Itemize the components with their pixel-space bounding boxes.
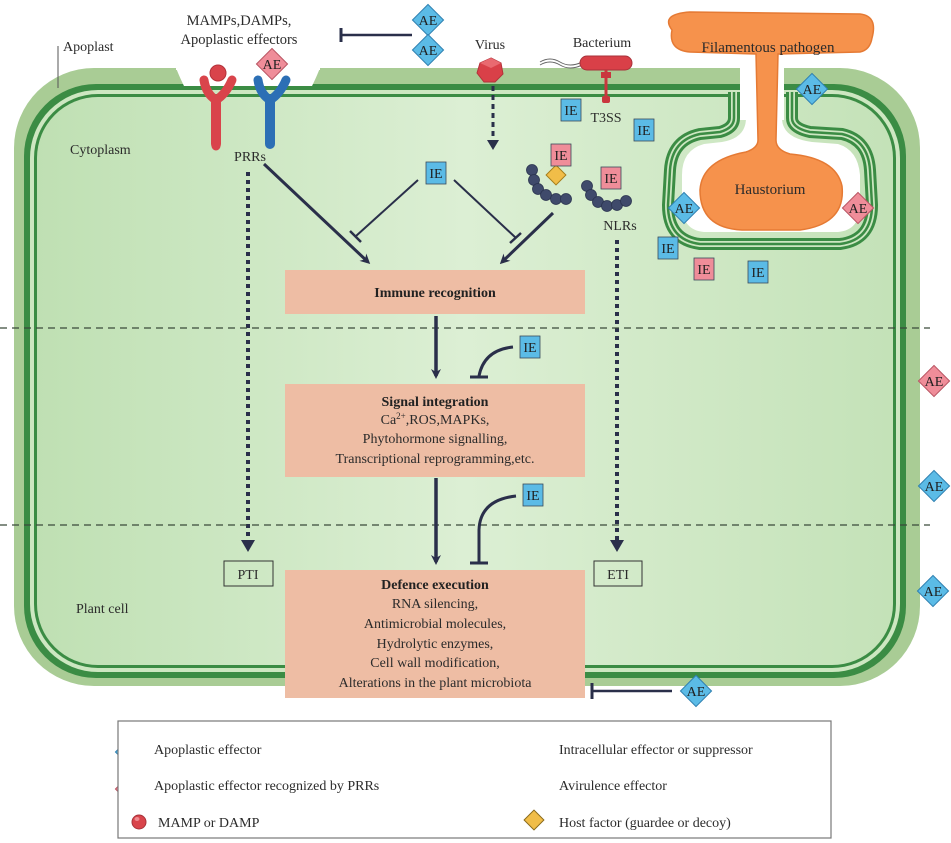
ae-badge-text: AE xyxy=(419,44,438,59)
ie-badge-text: IE xyxy=(523,341,536,356)
legend-label-apoplastic-effector: Apoplastic effector xyxy=(154,743,262,758)
legend-label-ae-recognized: Apoplastic effector recognized by PRRs xyxy=(154,779,379,794)
plant-cell-label: Plant cell xyxy=(76,602,129,617)
signal-integration-title: Signal integration xyxy=(382,395,489,410)
ae-diamond-haustorium: AE xyxy=(667,191,701,225)
ae-diamond-top: AE xyxy=(411,3,445,37)
t3ss-label: T3SS xyxy=(590,111,621,126)
ie-badge-text: IE xyxy=(429,167,442,182)
inhibit-ie-defence xyxy=(477,494,517,562)
ie-badge-text: IE xyxy=(564,104,577,119)
ie-badge-text: IE xyxy=(661,242,674,257)
inhibit-ie-prr-path xyxy=(355,179,419,237)
pti-label: PTI xyxy=(238,568,259,583)
defence-line: Hydrolytic enzymes, xyxy=(377,637,494,652)
receptor-notch xyxy=(176,68,320,86)
ie-badge-text: IE xyxy=(637,124,650,139)
ie-badge-text: IE xyxy=(697,263,710,278)
filamentous-pathogen: Filamentous pathogen Haustorium xyxy=(667,11,875,231)
ae-diamond-top: AE xyxy=(411,33,445,67)
signal-integration-line3: Transcriptional reprogramming,etc. xyxy=(336,452,535,467)
ie-badge-text: IE xyxy=(526,489,539,504)
ae-badge-text: AE xyxy=(849,202,868,217)
ie-badge-text: IE xyxy=(751,266,764,281)
defence-execution-title: Defence execution xyxy=(381,578,489,593)
nlr xyxy=(581,180,632,212)
defence-execution-box: Defence execution RNA silencing, Antimic… xyxy=(285,570,585,698)
nlrs-label: NLRs xyxy=(603,219,636,234)
ie-square: IE xyxy=(522,483,544,507)
legend-box xyxy=(117,720,832,839)
inhibit-ie-nlr-path xyxy=(453,179,517,239)
ie-square: IE xyxy=(657,236,679,260)
cytoplasm-label: Cytoplasm xyxy=(70,143,131,158)
ae-badge-text: AE xyxy=(419,14,438,29)
ie-square: IE xyxy=(519,335,541,359)
eti-label: ETI xyxy=(607,568,629,583)
ae-diamond-cell-surface: AE xyxy=(917,469,951,503)
legend-label-mamp-damp: MAMP or DAMP xyxy=(158,816,260,831)
defence-line: Cell wall modification, xyxy=(370,656,499,671)
ie-square: IE xyxy=(425,161,447,185)
ae-badge-text: AE xyxy=(925,480,944,495)
ie-square-avirulence: IE xyxy=(600,166,622,190)
apoplast-label: Apoplast xyxy=(63,40,114,55)
mamp-damp-icon xyxy=(131,814,147,830)
virus-label: Virus xyxy=(475,38,505,53)
prrs-label: PRRs xyxy=(234,150,266,165)
ae-diamond-haustorium: AE xyxy=(841,191,875,225)
immune-recognition-title: Immune recognition xyxy=(374,286,496,301)
ie-badge-text: IE xyxy=(604,172,617,187)
mamp-ball xyxy=(209,64,227,82)
ae-badge-text: AE xyxy=(924,585,943,600)
virus: Virus xyxy=(475,38,505,83)
ae-badge-text: AE xyxy=(263,58,282,73)
legend-label-host-factor: Host factor (guardee or decoy) xyxy=(559,816,731,831)
haustorium-label: Haustorium xyxy=(735,182,806,198)
ie-badge-text: IE xyxy=(554,149,567,164)
mamps-damps-label: MAMPs,DAMPs, xyxy=(187,13,292,29)
prr-red-receptor xyxy=(199,64,237,151)
ie-square-avirulence: IE xyxy=(693,257,715,281)
host-factor-icon xyxy=(523,809,545,831)
host-factor-diamond xyxy=(545,164,567,186)
ie-square: IE xyxy=(633,118,655,142)
ae-diamond-haustorium: AE xyxy=(795,72,829,106)
signal-integration-line2: Phytohormone signalling, xyxy=(363,432,508,447)
ae-badge-text: AE xyxy=(687,685,706,700)
nlr-with-host-factor xyxy=(526,164,572,205)
defence-line: RNA silencing, xyxy=(392,597,478,612)
legend: Apoplastic effector Apoplastic effector … xyxy=(117,720,832,839)
filamentous-pathogen-label: Filamentous pathogen xyxy=(702,40,835,56)
defence-line: Antimicrobial molecules, xyxy=(364,617,506,632)
arrow-prrs-to-recognition xyxy=(262,162,371,265)
bacterium-label: Bacterium xyxy=(573,36,631,51)
inhibit-ie-signal xyxy=(477,345,514,377)
pti-box: PTI xyxy=(223,560,274,587)
ie-square: IE xyxy=(560,98,582,122)
signal-integration-line1: Ca2+,ROS,MAPKs, xyxy=(381,411,490,428)
ae-diamond-cell-surface: AE xyxy=(917,364,951,398)
ae-badge-text: AE xyxy=(803,83,822,98)
ae-diamond-bottom: AE xyxy=(679,674,713,708)
eti-box: ETI xyxy=(593,560,643,587)
ae-diamond-cell-surface: AE xyxy=(916,574,950,608)
signal-integration-box: Signal integration Ca2+,ROS,MAPKs, Phyto… xyxy=(285,384,585,477)
defence-line: Alterations in the plant microbiota xyxy=(339,676,533,691)
legend-label-avirulence-effector: Avirulence effector xyxy=(559,779,667,794)
bacterium: Bacterium T3SS xyxy=(539,36,633,126)
ae-diamond-prr-bound: AE xyxy=(255,47,289,81)
apoplastic-effectors-label: Apoplastic effectors xyxy=(181,32,298,48)
arrow-nlr-to-recognition xyxy=(499,211,555,265)
immune-recognition-box: Immune recognition xyxy=(285,270,585,314)
ae-badge-text: AE xyxy=(925,375,944,390)
legend-label-intracellular-effector: Intracellular effector or suppressor xyxy=(559,743,753,758)
ae-badge-text: AE xyxy=(675,202,694,217)
prr-blue-receptor xyxy=(253,75,291,149)
ie-square: IE xyxy=(747,260,769,284)
ie-square-avirulence: IE xyxy=(550,143,572,167)
